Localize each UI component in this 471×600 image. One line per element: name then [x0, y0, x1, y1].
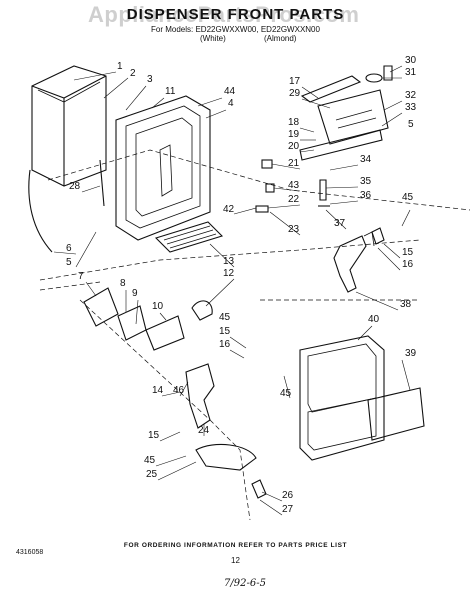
drip-cup [195, 443, 257, 471]
lower-lever [185, 363, 215, 429]
callout-32: 32 [405, 90, 417, 101]
callout-45: 45 [402, 192, 414, 203]
callout-34: 34 [360, 154, 372, 165]
callout-8: 8 [120, 278, 126, 289]
callout-5: 5 [408, 119, 414, 130]
spring-part [319, 179, 327, 201]
callout-23: 23 [288, 224, 300, 235]
dashed-guide [79, 299, 211, 421]
actuator-arm [333, 231, 375, 293]
callout-20: 20 [288, 141, 300, 152]
callout-21: 21 [288, 158, 300, 169]
leader-lines [53, 65, 411, 516]
callout-46: 46 [173, 385, 185, 396]
callout-40: 40 [368, 314, 380, 325]
callout-4: 4 [228, 98, 234, 109]
drip-grille [154, 221, 224, 253]
dispenser-frame [115, 95, 211, 241]
callout-7: 7 [78, 271, 84, 282]
cap-part [365, 73, 383, 83]
tube-part [99, 159, 105, 207]
callout-30: 30 [405, 55, 417, 66]
callout-22: 22 [288, 194, 300, 205]
callout-35: 35 [360, 176, 372, 187]
callout-36: 36 [360, 190, 372, 201]
small-clip [251, 479, 267, 499]
callout-16: 16 [219, 339, 231, 350]
door-trim [367, 387, 425, 441]
callout-14: 14 [152, 385, 164, 396]
callout-45: 45 [280, 388, 292, 399]
callout-13: 13 [223, 256, 235, 267]
document-number: 4316058 [16, 549, 44, 556]
clamp-part [191, 300, 213, 321]
watermark: AppliancePartsPros.com [88, 2, 360, 27]
page-number: 12 [231, 556, 240, 565]
dispenser-door [299, 335, 385, 461]
variant-almond: (Almond) [264, 34, 297, 43]
dashed-guide [39, 239, 421, 281]
callout-10: 10 [152, 301, 164, 312]
small-part [261, 159, 273, 169]
callout-2: 2 [130, 68, 136, 79]
callout-27: 27 [282, 504, 294, 515]
callout-29: 29 [289, 88, 301, 99]
callout-11: 11 [165, 86, 176, 97]
variant-white: (White) [200, 34, 226, 43]
callout-15: 15 [148, 430, 160, 441]
callout-19: 19 [288, 129, 300, 140]
callout-37: 37 [334, 218, 346, 229]
callout-6: 6 [66, 243, 72, 254]
lever-bar [299, 75, 389, 161]
callout-26: 26 [282, 490, 294, 501]
callout-17: 17 [289, 76, 301, 87]
handwritten-note: 7/92-6-5 [224, 578, 266, 589]
screw-part [383, 65, 393, 81]
switch-part-10 [145, 315, 185, 351]
callout-15: 15 [402, 247, 414, 258]
callout-5: 5 [66, 257, 72, 268]
ordering-note: FOR ORDERING INFORMATION REFER TO PARTS … [123, 542, 348, 549]
dashed-guide [39, 281, 101, 291]
callout-15: 15 [219, 326, 231, 337]
callout-33: 33 [405, 102, 417, 113]
dashed-guide [209, 419, 251, 521]
switch-part-8 [117, 305, 147, 341]
callout-45: 45 [219, 312, 231, 323]
callout-9: 9 [132, 288, 138, 299]
callout-3: 3 [147, 74, 153, 85]
ice-bin-housing [28, 65, 107, 253]
bracket-part [371, 227, 385, 245]
callout-39: 39 [405, 348, 417, 359]
diagram-title: DISPENSER FRONT PARTS [126, 6, 345, 23]
switch-part-7 [83, 287, 119, 327]
callout-31: 31 [405, 67, 417, 78]
callout-1: 1 [117, 61, 123, 72]
callout-42: 42 [223, 204, 235, 215]
callout-18: 18 [288, 117, 300, 128]
callout-24: 24 [198, 425, 210, 436]
callout-28: 28 [69, 181, 81, 192]
callout-16: 16 [402, 259, 414, 270]
callout-45: 45 [144, 455, 156, 466]
callout-38: 38 [400, 299, 412, 310]
model-numbers: For Models: ED22GWXXW00, ED22GWXXN00 [151, 25, 320, 34]
dashed-guide [47, 149, 471, 211]
callout-12: 12 [223, 268, 235, 279]
small-part [255, 205, 269, 213]
callout-25: 25 [146, 469, 158, 480]
callout-44: 44 [224, 86, 236, 97]
callout-43: 43 [288, 180, 300, 191]
